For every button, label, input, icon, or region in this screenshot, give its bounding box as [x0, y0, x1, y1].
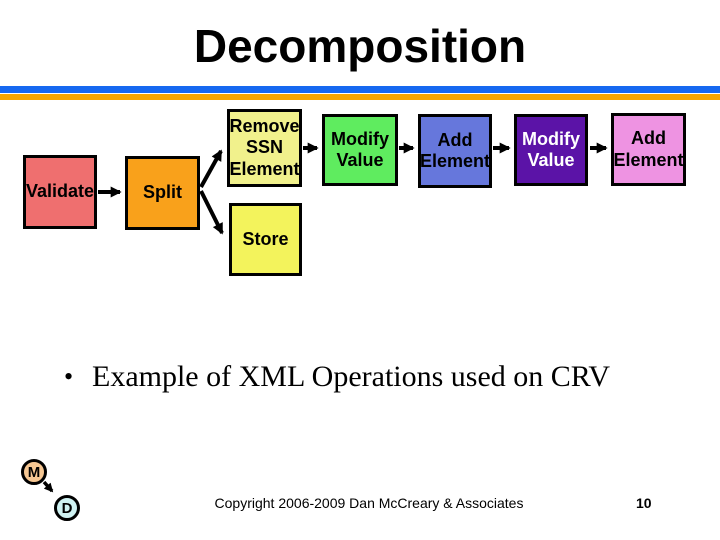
node-validate-label: Validate [25, 181, 95, 202]
bullet-icon: • [64, 362, 74, 391]
node-add-element-2: Add Element [611, 113, 686, 186]
node-validate: Validate [23, 155, 97, 229]
badge-d-circle: D [54, 495, 80, 521]
page-number: 10 [636, 495, 652, 511]
node-add-element-1-label: Add Element [420, 129, 491, 171]
node-modify-value-2-label: Modify Value [522, 128, 580, 170]
badge-m-label: M [27, 463, 41, 481]
node-remove-ssn-element-label: Remove SSN Element [229, 116, 300, 179]
node-modify-value-1-label: Modify Value [331, 128, 389, 170]
copyright-text: Copyright 2006-2009 Dan McCreary & Assoc… [214, 495, 524, 511]
divider-blue-bar [0, 86, 720, 93]
badge-m-circle: M [21, 459, 47, 485]
bullet-text: Example of XML Operations used on CRV [92, 360, 611, 393]
node-add-element-1: Add Element [418, 114, 492, 188]
bullet-line: • Example of XML Operations used on CRV [64, 360, 700, 394]
node-split-label: Split [143, 182, 182, 203]
node-modify-value-2: Modify Value [514, 114, 588, 186]
slide-title: Decomposition [193, 20, 527, 72]
node-store-label: Store [242, 228, 289, 249]
node-modify-value-1: Modify Value [322, 114, 398, 186]
node-split: Split [125, 156, 200, 230]
node-store: Store [229, 203, 302, 276]
node-remove-ssn-element: Remove SSN Element [227, 109, 302, 187]
node-add-element-2-label: Add Element [613, 128, 684, 170]
divider-orange-bar [0, 94, 720, 100]
badge-d-label: D [61, 499, 73, 517]
arrow-badge-m-to-d [42, 480, 54, 493]
arrow-split-to-store [199, 190, 224, 235]
arrow-split-to-remove-ssn [199, 149, 223, 188]
